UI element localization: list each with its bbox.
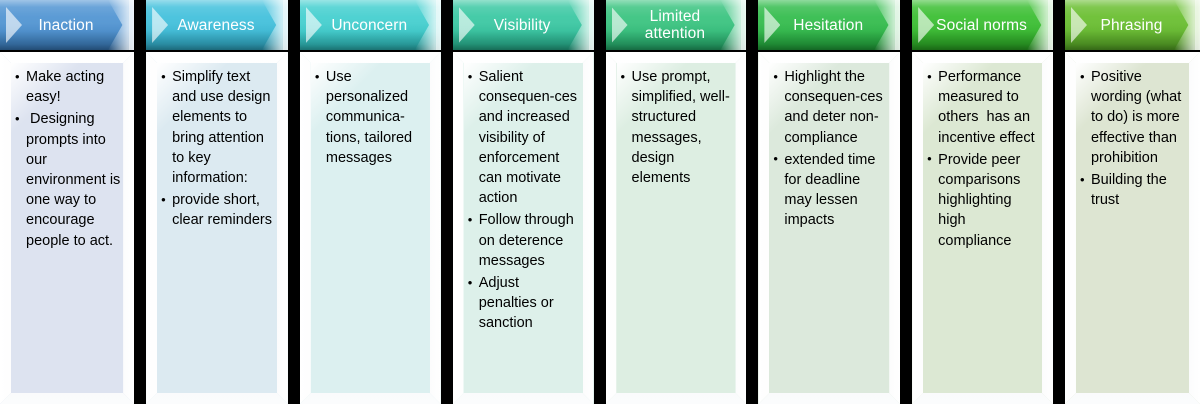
list-item: extended time for deadline may lessen im… [773, 149, 887, 231]
bullet-list-awareness: Simplify text and use design elements to… [161, 66, 275, 231]
bullet-list-inaction: Make acting easy! Designing prompts into… [15, 66, 121, 251]
list-item: Simplify text and use design elements to… [161, 66, 275, 188]
column-header-awareness[interactable]: Awareness [146, 0, 288, 50]
column-inner-unconcern: UnconcernUse personalized communica-tion… [299, 0, 441, 404]
header-fill-social-norms [912, 0, 1053, 50]
header-fill-unconcern [299, 0, 441, 50]
list-item: Use personalized communica-tions, tailor… [315, 66, 428, 168]
column-header-phrasing[interactable]: Phrasing [1064, 0, 1200, 50]
column-inner-visibility: VisibilitySalient consequen-ces and incr… [452, 0, 594, 404]
column-body-hesitation: Highlight the consequen-ces and deter no… [758, 52, 901, 404]
header-bevel-shading-limited-attention [605, 0, 747, 50]
column-inner-phrasing: PhrasingPositive wording (what to do) is… [1064, 0, 1200, 404]
column-header-visibility[interactable]: Visibility [452, 0, 594, 50]
list-item: Building the trust [1080, 170, 1187, 210]
list-item: Highlight the consequen-ces and deter no… [773, 67, 887, 148]
column-header-unconcern[interactable]: Unconcern [299, 0, 441, 50]
list-item: Adjust penalties or sanction [468, 273, 581, 334]
bullet-list-container-hesitation: Highlight the consequen-ces and deter no… [769, 63, 891, 393]
bullet-list-container-visibility: Salient consequen-ces and increased visi… [464, 63, 585, 393]
column-body-phrasing: Positive wording (what to do) is more ef… [1064, 52, 1200, 404]
list-item: Salient consequen-ces and increased visi… [468, 66, 581, 208]
list-item: Use prompt, simplified, well-structured … [621, 66, 734, 188]
header-bevel-shading-social-norms [912, 0, 1053, 50]
column-header-social-norms[interactable]: Social norms [912, 0, 1053, 50]
header-fill-inaction [0, 0, 135, 50]
column-inner-hesitation: HesitationHighlight the consequen-ces an… [758, 0, 901, 404]
column-awareness: AwarenessSimplify text and use design el… [146, 0, 288, 404]
header-right-edge-unconcern [435, 0, 441, 50]
column-visibility: VisibilitySalient consequen-ces and incr… [452, 0, 594, 404]
header-fill-hesitation [758, 0, 901, 50]
header-fill-phrasing [1064, 0, 1200, 50]
column-header-inaction[interactable]: Inaction [0, 0, 135, 50]
column-limited-attention: Limited attentionUse prompt, simplified,… [605, 0, 747, 404]
list-item: Make acting easy! [15, 66, 121, 107]
header-bevel-shading-phrasing [1064, 0, 1200, 50]
list-item: Provide peer comparisons highlighting hi… [927, 149, 1040, 251]
bullet-list-container-unconcern: Use personalized communica-tions, tailor… [311, 63, 432, 393]
column-title-phrasing: Phrasing [1100, 16, 1163, 34]
column-body-visibility: Salient consequen-ces and increased visi… [452, 52, 594, 404]
column-title-visibility: Visibility [493, 16, 551, 34]
column-header-hesitation[interactable]: Hesitation [758, 0, 901, 50]
bullet-list-container-awareness: Simplify text and use design elements to… [157, 63, 279, 393]
column-body-unconcern: Use personalized communica-tions, tailor… [299, 52, 441, 404]
column-inner-social-norms: Social normsPerformance measured to othe… [912, 0, 1053, 404]
list-item: Follow through on deterence messages [468, 210, 581, 271]
column-phrasing: PhrasingPositive wording (what to do) is… [1064, 0, 1200, 404]
bullet-list-container-limited-attention: Use prompt, simplified, well-structured … [617, 63, 738, 393]
header-right-edge-inaction [129, 0, 135, 50]
column-inner-awareness: AwarenessSimplify text and use design el… [146, 0, 288, 404]
column-social-norms: Social normsPerformance measured to othe… [912, 0, 1053, 404]
column-unconcern: UnconcernUse personalized communica-tion… [299, 0, 441, 404]
bullet-list-unconcern: Use personalized communica-tions, tailor… [315, 66, 428, 168]
column-inner-inaction: InactionMake acting easy! Designing prom… [0, 0, 135, 404]
header-fill-awareness [146, 0, 288, 50]
column-header-limited-attention[interactable]: Limited attention [605, 0, 747, 50]
header-right-edge-social-norms [1047, 0, 1053, 50]
header-right-edge-limited-attention [741, 0, 747, 50]
header-fill-visibility [452, 0, 594, 50]
bullet-list-phrasing: Positive wording (what to do) is more ef… [1080, 66, 1187, 210]
header-fill-limited-attention [605, 0, 747, 50]
bullet-list-container-inaction: Make acting easy! Designing prompts into… [11, 63, 125, 393]
header-bevel-shading-awareness [146, 0, 288, 50]
column-body-social-norms: Performance measured to others has an in… [912, 52, 1053, 404]
header-bevel-shading-hesitation [758, 0, 901, 50]
column-title-social-norms: Social norms [936, 16, 1027, 34]
header-right-edge-visibility [588, 0, 594, 50]
column-hesitation: HesitationHighlight the consequen-ces an… [758, 0, 901, 404]
column-body-limited-attention: Use prompt, simplified, well-structured … [605, 52, 747, 404]
header-right-edge-hesitation [895, 0, 901, 50]
list-item: Positive wording (what to do) is more ef… [1080, 66, 1187, 168]
bullet-list-social-norms: Performance measured to others has an in… [927, 67, 1040, 251]
column-title-hesitation: Hesitation [793, 16, 864, 34]
header-right-edge-phrasing [1195, 0, 1200, 50]
list-item: provide short, clear reminders [161, 190, 275, 230]
bullet-list-visibility: Salient consequen-ces and increased visi… [468, 66, 581, 334]
header-bevel-shading-visibility [452, 0, 594, 50]
column-body-inaction: Make acting easy! Designing prompts into… [0, 52, 135, 404]
column-title-inaction: Inaction [38, 16, 94, 34]
header-right-edge-awareness [282, 0, 288, 50]
bullet-list-limited-attention: Use prompt, simplified, well-structured … [621, 66, 734, 188]
list-item: Designing prompts into our environment i… [15, 109, 121, 250]
column-body-awareness: Simplify text and use design elements to… [146, 52, 288, 404]
header-bevel-shading-inaction [0, 0, 135, 50]
column-inaction: InactionMake acting easy! Designing prom… [0, 0, 135, 404]
column-inner-limited-attention: Limited attentionUse prompt, simplified,… [605, 0, 747, 404]
column-title-unconcern: Unconcern [331, 16, 408, 34]
list-item: Performance measured to others has an in… [927, 67, 1040, 148]
bullet-list-container-phrasing: Positive wording (what to do) is more ef… [1076, 63, 1191, 393]
bullet-list-container-social-norms: Performance measured to others has an in… [923, 63, 1044, 393]
bullet-list-hesitation: Highlight the consequen-ces and deter no… [773, 67, 887, 231]
column-title-awareness: Awareness [177, 16, 255, 34]
header-bevel-shading-unconcern [299, 0, 441, 50]
column-title-limited-attention: Limited attention [644, 8, 706, 42]
